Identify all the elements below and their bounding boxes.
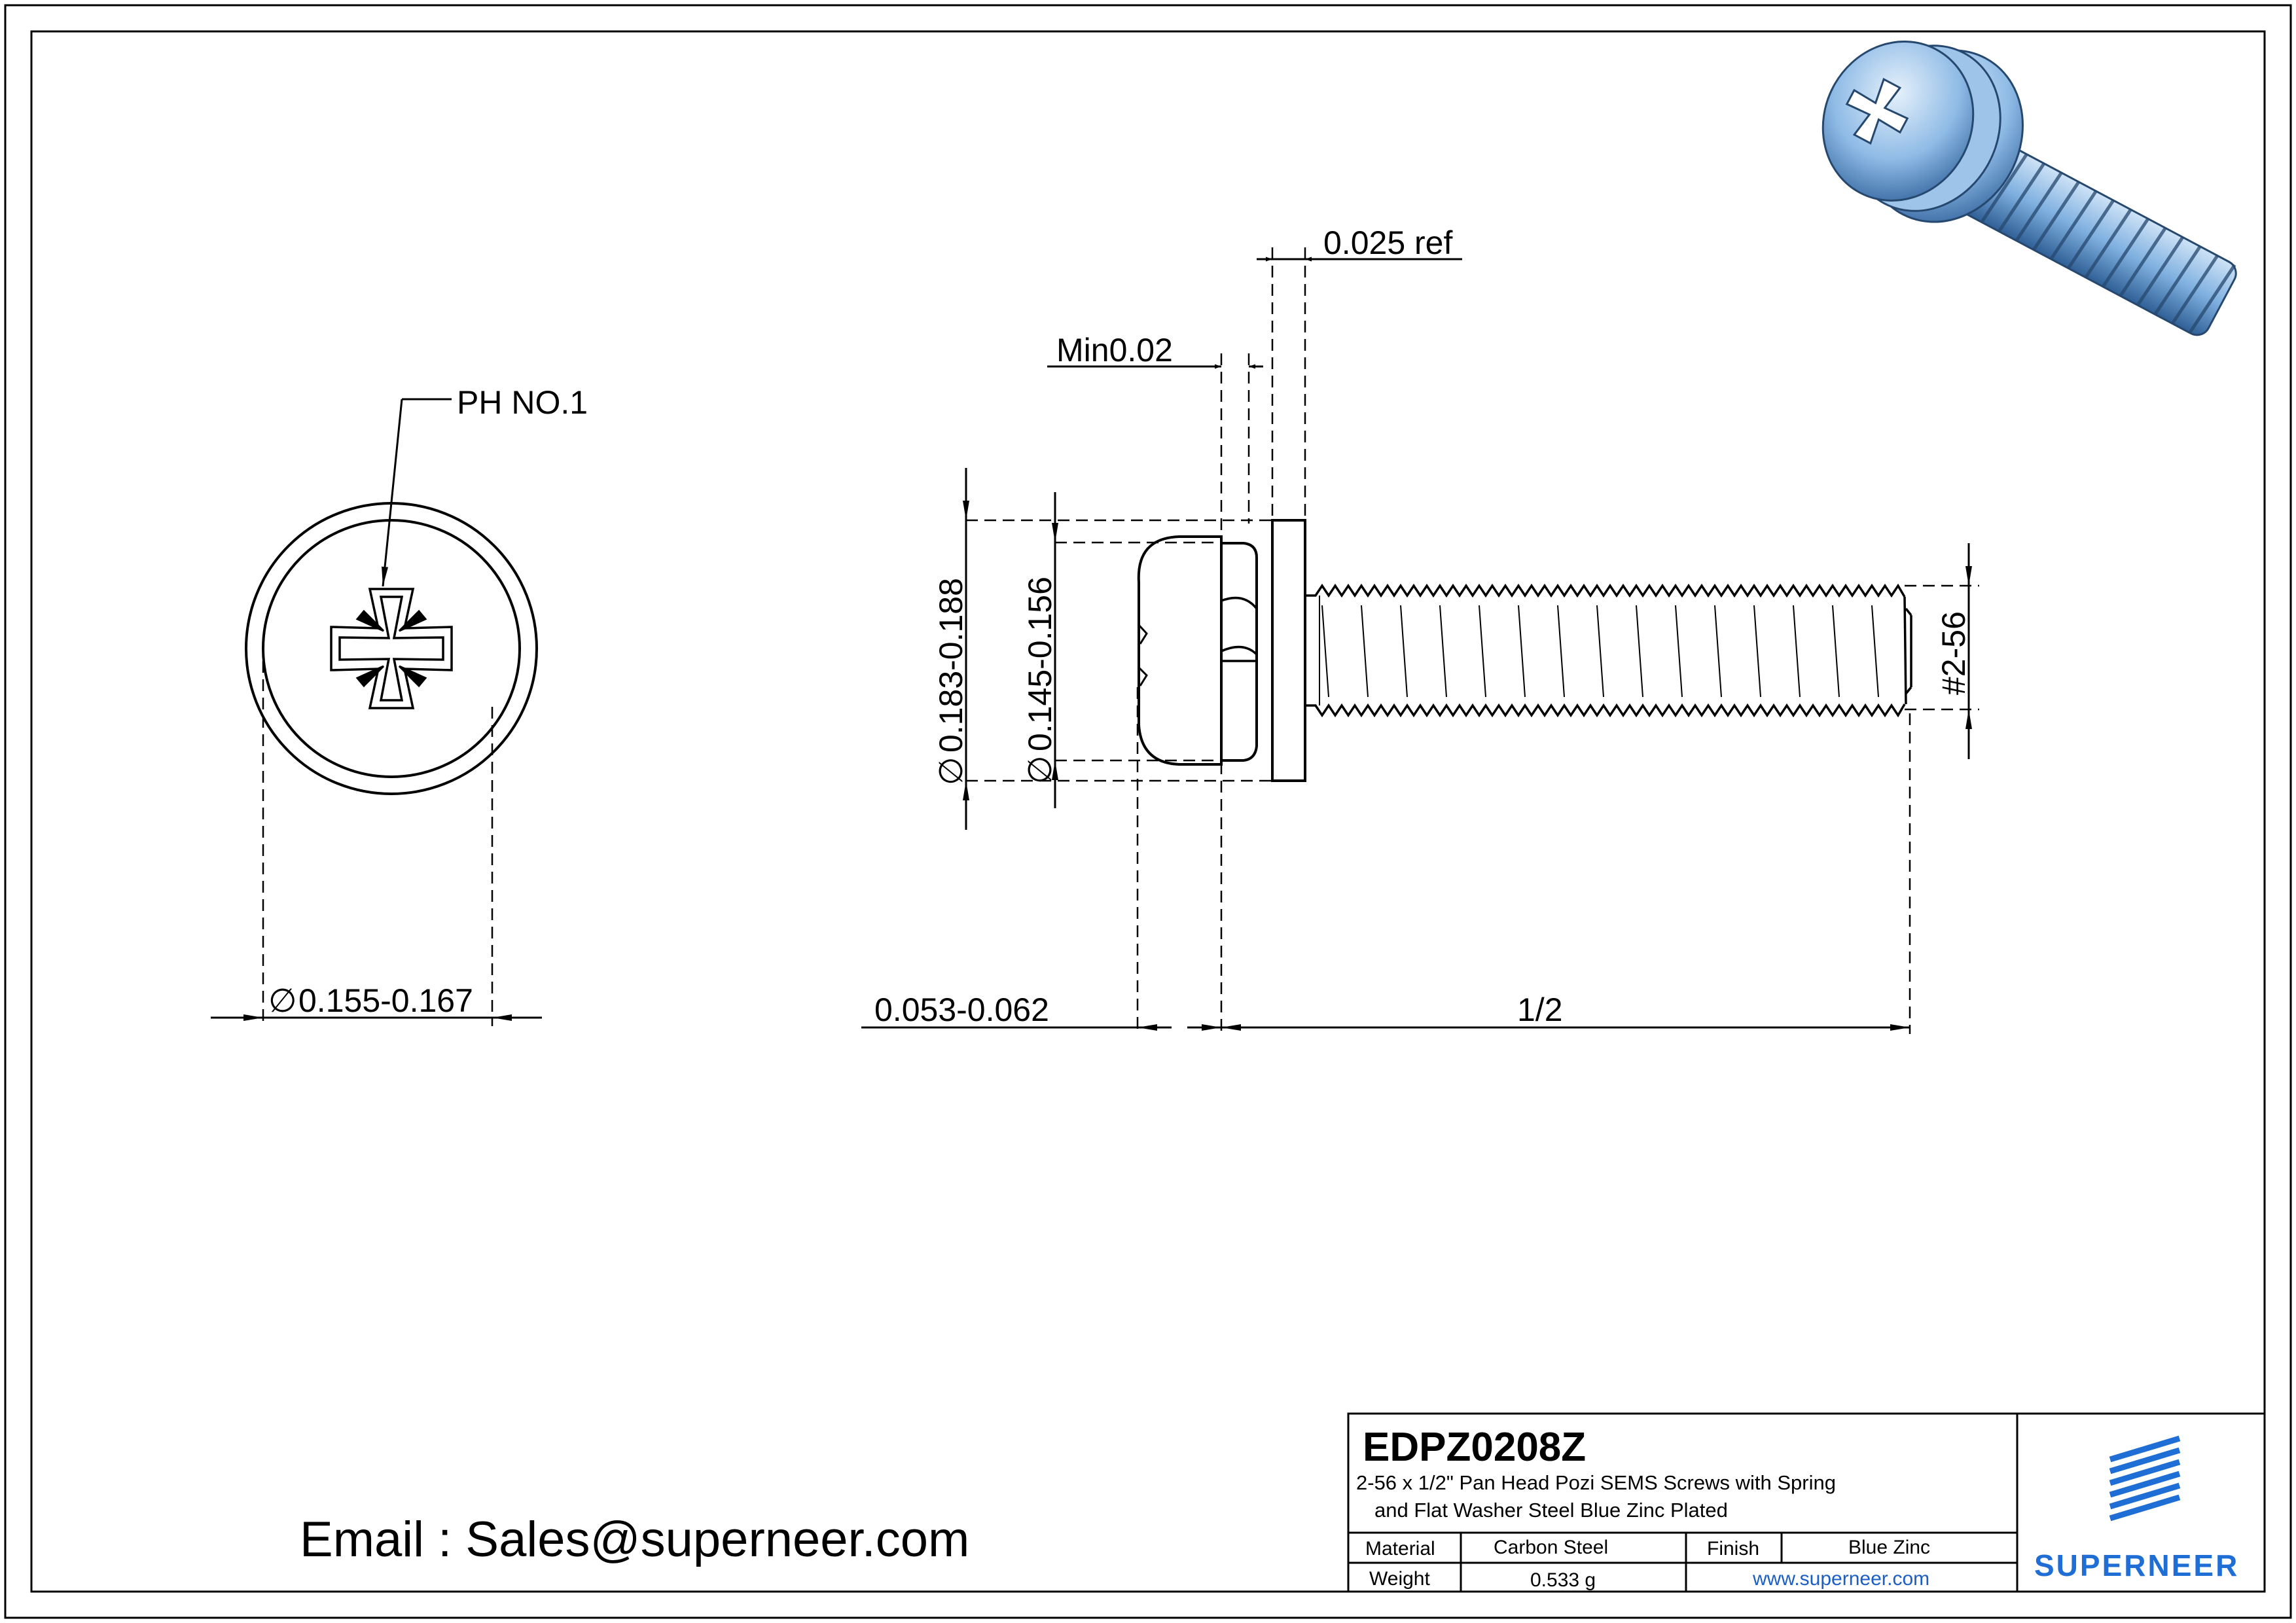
thread-label: #2-56 <box>1935 611 1972 695</box>
top-view <box>245 502 538 1026</box>
thread <box>1305 583 1912 718</box>
material-value: Carbon Steel <box>1494 1537 1608 1558</box>
email-contact[interactable]: Email : Sales@superneer.com <box>300 1512 969 1567</box>
product-render <box>1821 41 2237 336</box>
material-label: Material <box>1365 1538 1435 1560</box>
pozi-tick-marks <box>355 609 427 688</box>
washer-thk-label: 0.025 ref <box>1323 224 1452 261</box>
pan-head <box>1137 535 1223 766</box>
spring-dia-symbol: ∅ <box>1022 755 1058 784</box>
logo-text: SUPERNEER <box>2034 1548 2239 1582</box>
finish-value: Blue Zinc <box>1848 1537 1930 1558</box>
render-pozi-icon <box>1845 77 1909 145</box>
inner-border <box>30 30 2266 1593</box>
side-view <box>1137 519 1912 782</box>
superneer-logo-icon <box>2109 1435 2181 1522</box>
weight-label: Weight <box>1369 1568 1430 1590</box>
title-block <box>1347 1412 2266 1593</box>
head-dia-symbol: ∅ <box>268 982 297 1019</box>
min-gap-label: Min0.02 <box>1056 332 1173 368</box>
washer-dia-label: 0.183-0.188 <box>933 578 969 753</box>
part-number: EDPZ0208Z <box>1363 1425 1586 1470</box>
head-dia-label: 0.155-0.167 <box>298 982 473 1019</box>
drive-leader <box>382 398 452 587</box>
description-line1: 2-56 x 1/2" Pan Head Pozi SEMS Screws wi… <box>1356 1471 1836 1494</box>
head-height-label: 0.053-0.062 <box>874 991 1049 1028</box>
extension-lines <box>966 247 1979 1034</box>
pozi-recess-icon <box>330 588 453 709</box>
finish-label: Finish <box>1707 1538 1759 1560</box>
spring-dia-label: 0.145-0.156 <box>1022 577 1058 751</box>
weight-value: 0.533 g <box>1530 1569 1596 1591</box>
website-link[interactable]: www.superneer.com <box>1752 1568 1929 1590</box>
washer-dia-symbol: ∅ <box>933 757 969 785</box>
head-outline <box>262 519 521 778</box>
description-line2: and Flat Washer Steel Blue Zinc Plated <box>1374 1499 1728 1522</box>
spring-washer <box>1220 542 1258 762</box>
drive-label: PH NO.1 <box>457 384 588 421</box>
length-label: 1/2 <box>1517 991 1563 1028</box>
washer-outline <box>245 502 538 795</box>
flat-washer <box>1271 519 1306 782</box>
outer-border <box>4 4 2292 1619</box>
